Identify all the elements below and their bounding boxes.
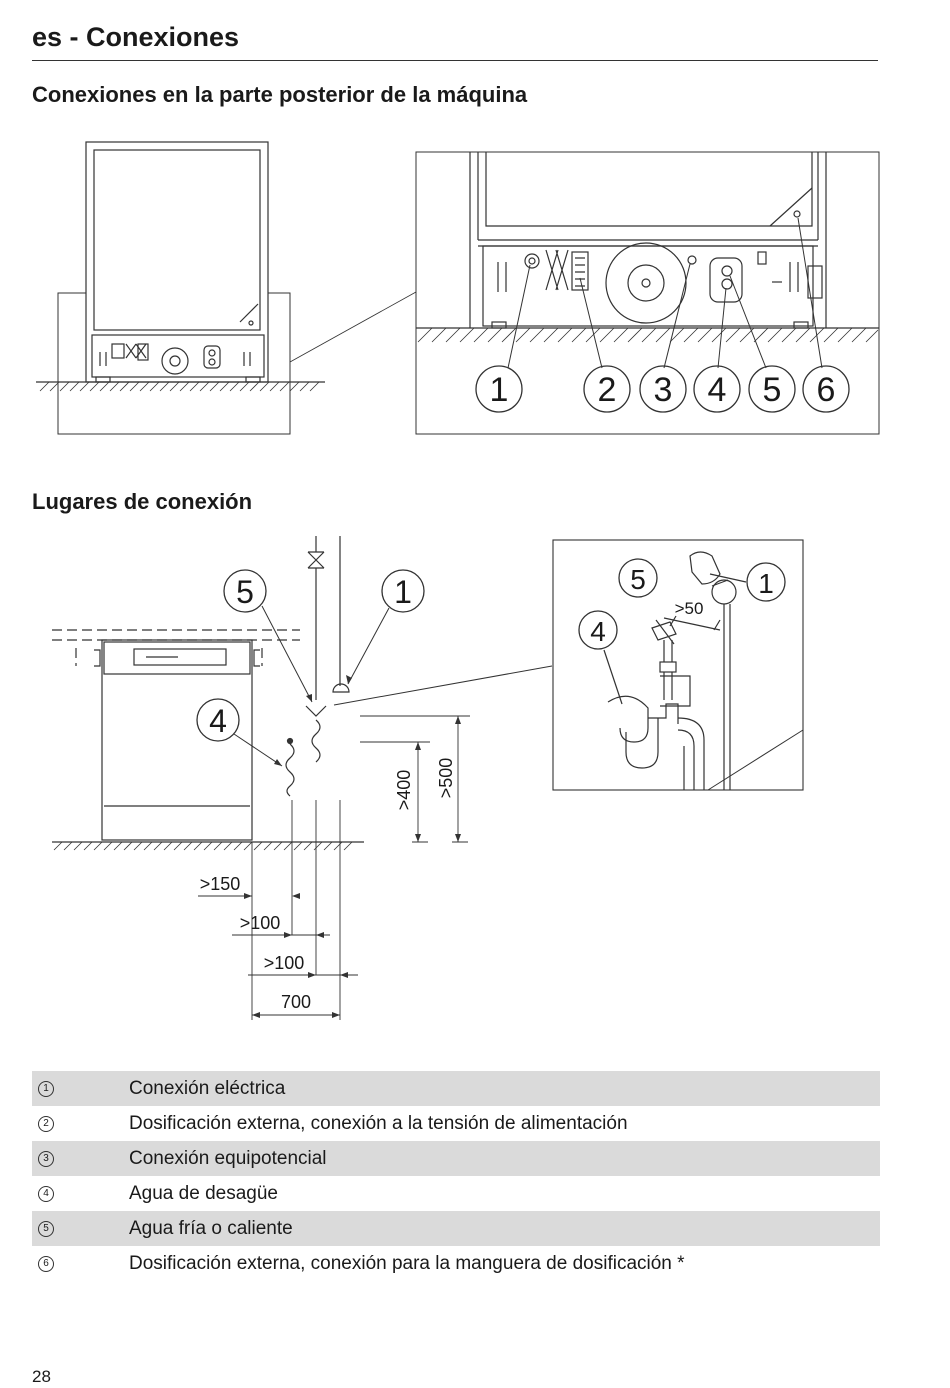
legend-number: 3 — [38, 1150, 54, 1167]
legend-row: 5 Agua fría o caliente — [32, 1211, 880, 1246]
detail-callout-5: 5 — [630, 564, 646, 595]
counter-top — [52, 629, 300, 666]
connection-places-figure: 5 1 4 >150 >100 >100 700 >400 >500 5 1 4… — [52, 536, 804, 1020]
rear-connections-figure: 1 2 3 4 5 6 — [36, 141, 880, 435]
floor-hatch-left — [39, 381, 320, 392]
page-title: es - Conexiones — [32, 22, 240, 52]
rear-callout-5: 5 — [763, 371, 782, 409]
detail-callout-4: 4 — [590, 616, 606, 647]
legend-text: Agua de desagüe — [129, 1182, 278, 1204]
floor-hatch-places — [53, 841, 353, 851]
legend-text: Dosificación externa, conexión a la tens… — [129, 1112, 628, 1134]
page-number: 28 — [32, 1367, 51, 1386]
connection-detail-zoom — [552, 539, 804, 791]
dim-50: >50 — [675, 599, 704, 618]
rear-callout-2: 2 — [598, 371, 617, 409]
legend-row: 4 Agua de desagüe — [32, 1176, 880, 1211]
drain-hose — [285, 737, 295, 797]
dim-150: >150 — [200, 874, 241, 894]
legend-number: 2 — [38, 1115, 54, 1132]
legend-number: 4 — [38, 1185, 54, 1202]
water-supply-pipe — [305, 536, 327, 763]
rear-callout-4: 4 — [708, 371, 727, 409]
dim-700: 700 — [281, 992, 311, 1012]
legend-row: 2 Dosificación externa, conexión a la te… — [32, 1106, 880, 1141]
rear-callout-6: 6 — [817, 371, 836, 409]
rear-callout-3: 3 — [654, 371, 673, 409]
section-heading-connection-places: Lugares de conexión — [32, 489, 253, 514]
floor-hatch-right — [417, 327, 879, 343]
dim-400: >400 — [394, 770, 414, 811]
rear-callout-1: 1 — [490, 371, 509, 409]
dishwasher-front — [94, 639, 260, 841]
title-divider — [32, 60, 878, 61]
dim-100-drain: >100 — [240, 913, 281, 933]
legend-number: 6 — [38, 1255, 54, 1272]
legend-text: Conexión eléctrica — [129, 1077, 286, 1099]
rear-detail-zoom — [415, 151, 880, 435]
legend-number: 1 — [38, 1080, 54, 1097]
places-callout-4: 4 — [209, 703, 227, 739]
dim-100-supply: >100 — [264, 953, 305, 973]
places-callout-5: 5 — [236, 574, 254, 610]
legend-number: 5 — [38, 1220, 54, 1237]
legend-row: 3 Conexión equipotencial — [32, 1141, 880, 1176]
places-callout-1: 1 — [394, 574, 412, 610]
section-heading-rear-connections: Conexiones en la parte posterior de la m… — [32, 82, 528, 107]
legend-text: Agua fría o caliente — [129, 1217, 293, 1239]
legend-text: Dosificación externa, conexión para la m… — [129, 1252, 685, 1274]
legend-table: 1 Conexión eléctrica 2 Dosificación exte… — [32, 1071, 880, 1281]
machine-overview — [57, 141, 291, 435]
detail-callout-1: 1 — [758, 568, 774, 599]
legend-row: 6 Dosificación externa, conexión para la… — [32, 1246, 880, 1281]
dim-500: >500 — [436, 758, 456, 799]
legend-text: Conexión equipotencial — [129, 1147, 327, 1169]
legend-row: 1 Conexión eléctrica — [32, 1071, 880, 1106]
